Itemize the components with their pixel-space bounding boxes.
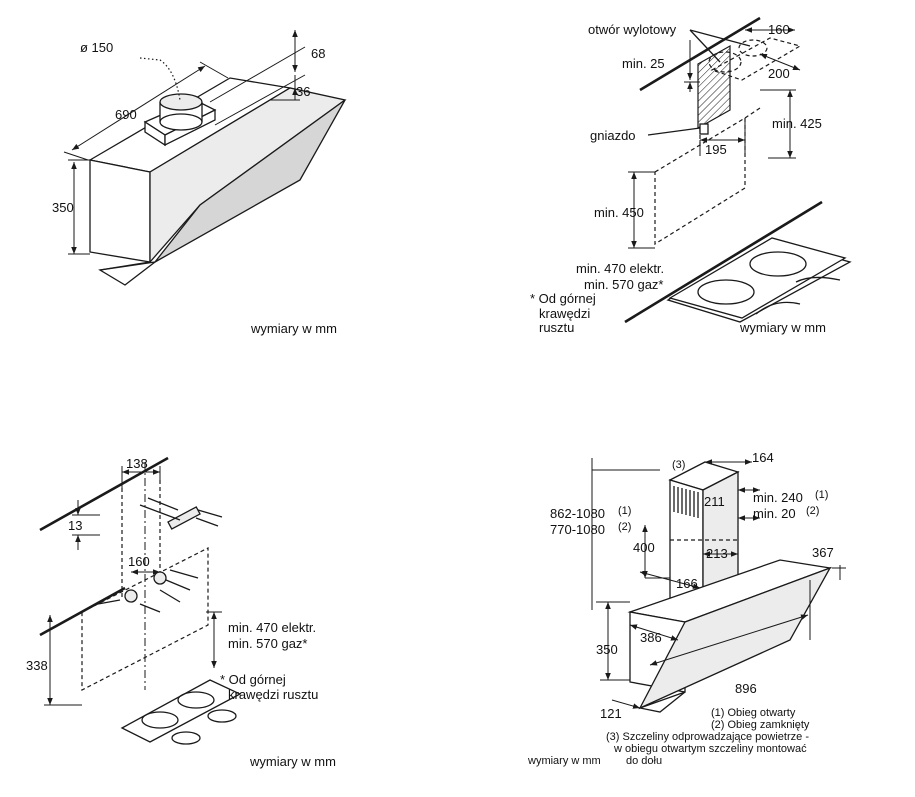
- note3-line-2: krawędzi rusztu: [228, 687, 318, 702]
- upper-screws: [139, 497, 223, 527]
- label-height-350: 350: [52, 200, 74, 215]
- label-min240: min. 240: [753, 490, 803, 505]
- label-36: 36: [296, 84, 310, 99]
- label-min20-sup: (2): [806, 505, 819, 517]
- label-213: 213: [706, 546, 728, 561]
- label-min20: min. 20: [753, 506, 796, 521]
- legend-2: (2) Obieg zamknięty: [711, 719, 810, 731]
- label-min570-p3: min. 570 gaz*: [228, 636, 308, 651]
- hood-side-face: [89, 159, 151, 263]
- lower-screws: [97, 569, 199, 613]
- label-min25: min. 25: [622, 56, 665, 71]
- label-min470: min. 470 elektr.: [576, 261, 664, 276]
- label-200: 200: [768, 66, 790, 81]
- upper-bracket: [167, 506, 201, 530]
- label-min450: min. 450: [594, 205, 644, 220]
- right-bracket: [153, 571, 167, 585]
- note3-line-1: * Od górnej: [220, 672, 286, 687]
- label-350-p4: 350: [596, 642, 618, 657]
- label-socket: gniazdo: [590, 128, 636, 143]
- label-386: 386: [640, 630, 662, 645]
- label-862: 862-1080: [550, 506, 605, 521]
- units-label-4: wymiary w mm: [527, 755, 601, 767]
- label-min240-sup: (1): [815, 489, 828, 501]
- label-68: 68: [311, 46, 325, 61]
- label-770: 770-1080: [550, 522, 605, 537]
- hood-glass-panel: [154, 99, 346, 263]
- label-896: 896: [735, 681, 757, 696]
- label-min425: min. 425: [772, 116, 822, 131]
- legend-3a: (3) Szczeliny odprowadzające powietrze -: [606, 731, 809, 743]
- label-160: 160: [768, 22, 790, 37]
- label-width-690: 690: [115, 107, 137, 122]
- label-min570: min. 570 gaz*: [584, 277, 664, 292]
- units-label-1: wymiary w mm: [250, 321, 337, 336]
- units-label-3: wymiary w mm: [249, 754, 336, 769]
- label-862-sup: (1): [618, 505, 631, 517]
- label-138: 138: [126, 456, 148, 471]
- note-line-2: krawędzi: [539, 306, 590, 321]
- label-338: 338: [26, 658, 48, 673]
- chimney-zone: [697, 44, 731, 130]
- units-label-2: wymiary w mm: [739, 320, 826, 335]
- label-400: 400: [633, 540, 655, 555]
- panel-wall-installation: otwór wylotowy min. 25 160 200 min. 425 …: [530, 16, 852, 335]
- legend-3c: do dołu: [626, 755, 662, 767]
- label-164: 164: [752, 450, 774, 465]
- label-367: 367: [812, 545, 834, 560]
- label-outlet: otwór wylotowy: [588, 22, 677, 37]
- note-line-3: rusztu: [539, 320, 574, 335]
- panel-mounting: 138 13 160 min. 470 elektr. min. 570 gaz…: [26, 456, 336, 769]
- panel-chimney-hood: (3) 164 862-1080 (1) 770-1080 (2) 211 mi…: [527, 450, 846, 767]
- label-min470-p3: min. 470 elektr.: [228, 620, 316, 635]
- legend-3b: w obiegu otwartym szczeliny montować: [613, 743, 807, 755]
- label-211: 211: [704, 494, 725, 509]
- label-13: 13: [68, 518, 82, 533]
- left-bracket: [124, 589, 138, 603]
- note-line-1: * Od górnej: [530, 291, 596, 306]
- ref-3-label: (3): [672, 459, 685, 471]
- label-770-sup: (2): [618, 521, 631, 533]
- panel-hood-dimensions: ø 150 690 68 36 350 wymiary w mm: [52, 30, 347, 336]
- label-160-p3: 160: [128, 554, 150, 569]
- outlet-pipe-opening: [159, 93, 203, 111]
- socket-icon: [699, 123, 709, 135]
- legend-1: (1) Obieg otwarty: [711, 707, 796, 719]
- label-121: 121: [600, 706, 622, 721]
- label-195: 195: [705, 142, 727, 157]
- label-diameter: ø 150: [80, 40, 113, 55]
- label-166: 166: [676, 576, 698, 591]
- vent-slots: [673, 486, 699, 518]
